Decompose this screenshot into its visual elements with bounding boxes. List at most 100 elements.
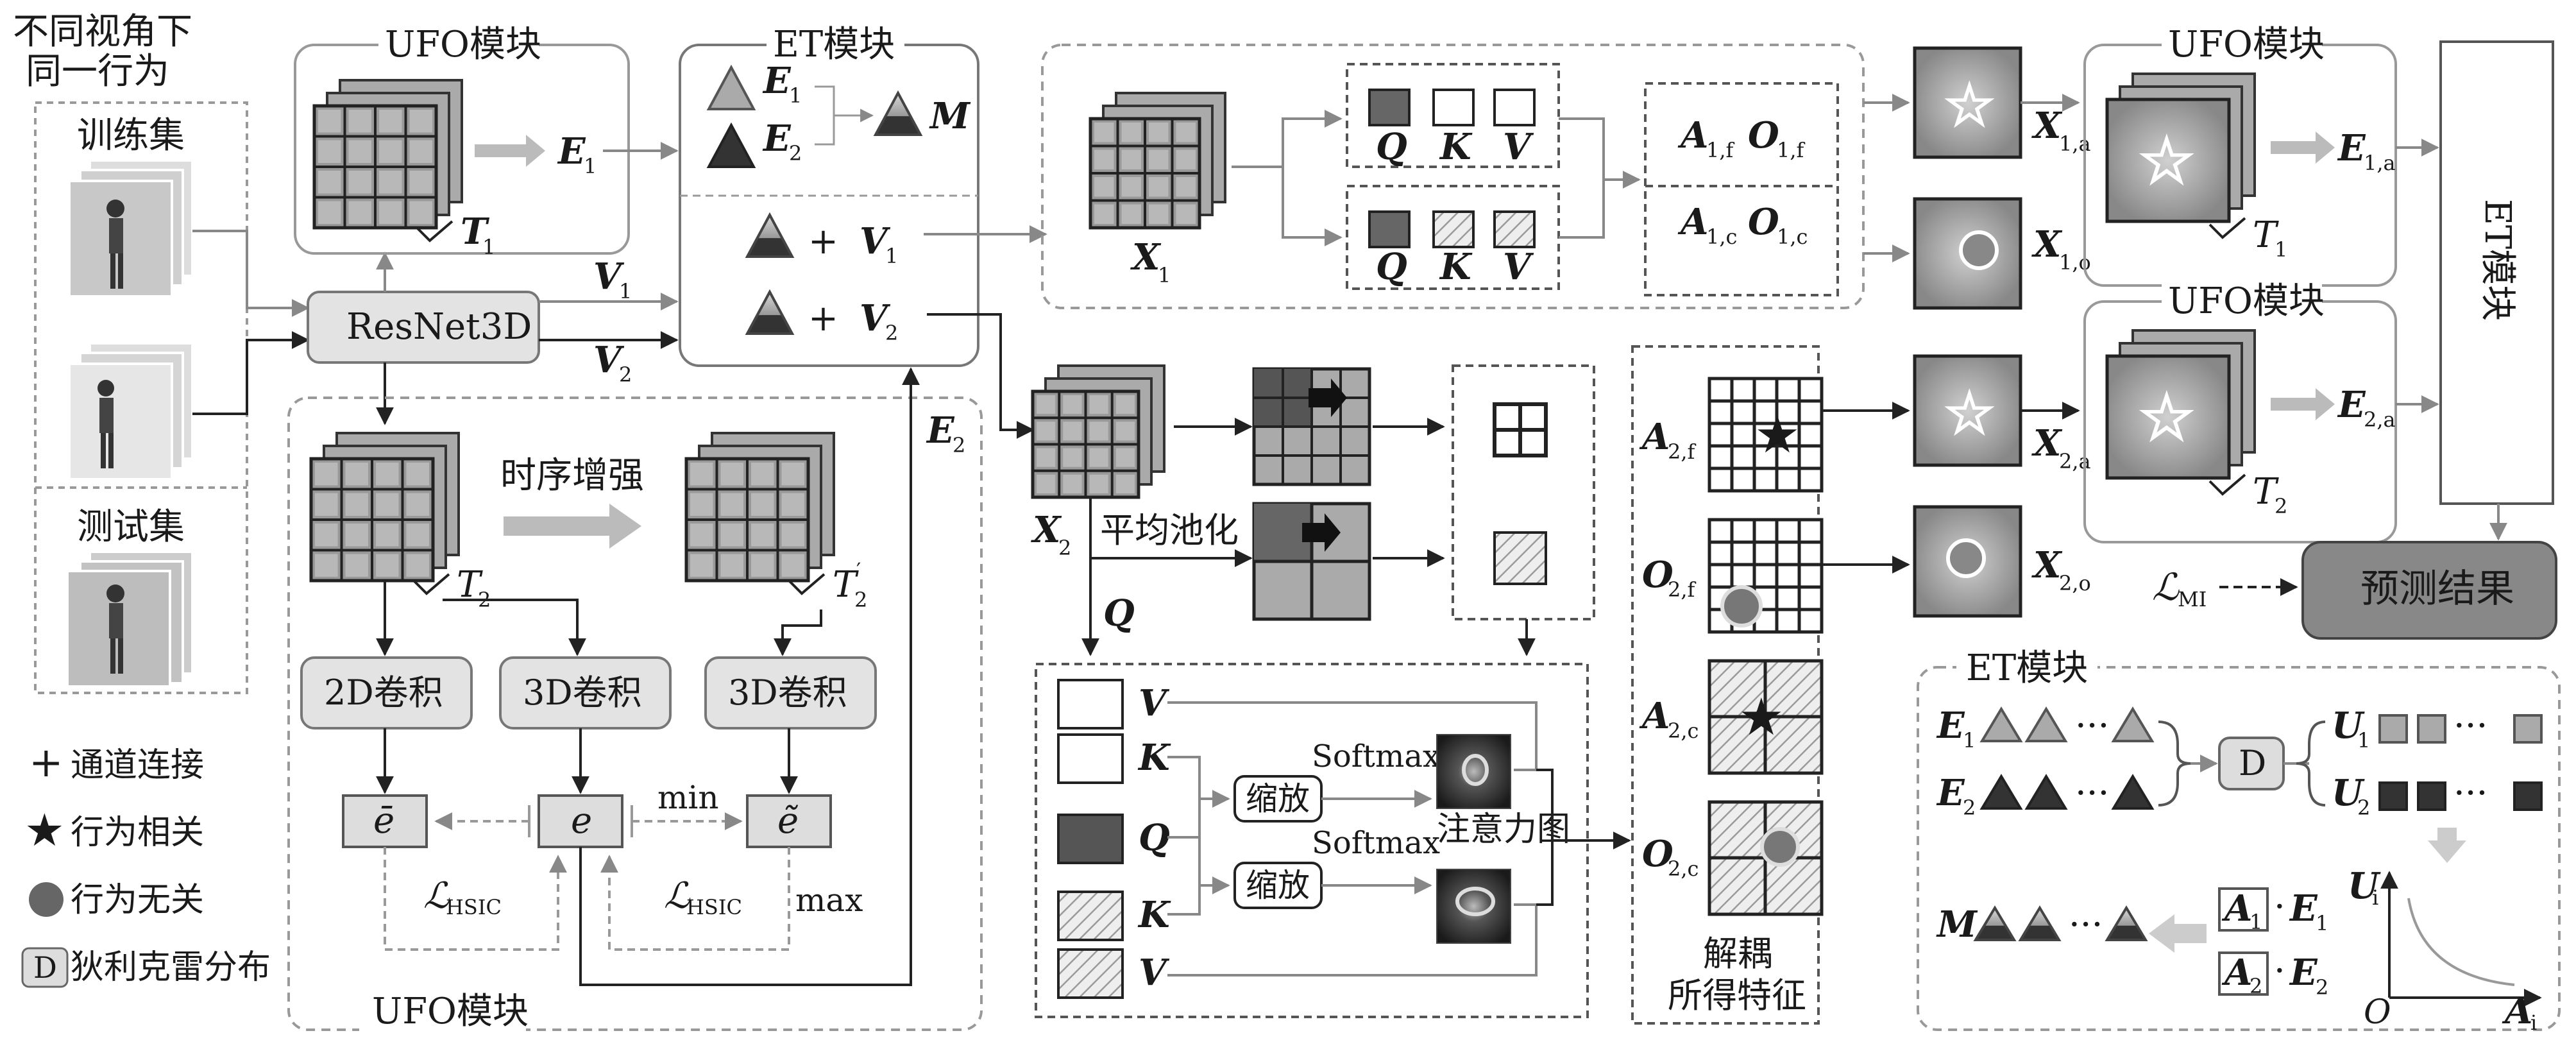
label-a2-sub: 2 xyxy=(2250,974,2262,998)
conv3d-block-b xyxy=(704,656,877,729)
q-square xyxy=(1057,814,1124,864)
label-m-et: M xyxy=(929,95,971,137)
edge-et-v2-to-x2 xyxy=(927,313,1035,439)
x1-feature-cube xyxy=(1089,92,1226,230)
edge-map-to-decoupled xyxy=(1536,769,1631,849)
label-a2c: A xyxy=(1639,695,1670,737)
label-a2f: A xyxy=(1639,416,1670,458)
k-square-top xyxy=(1057,733,1124,784)
edge-hsic-loop-2 xyxy=(600,847,790,951)
label-q-attn: Q xyxy=(1139,817,1170,859)
label-e1-et: E xyxy=(762,60,792,102)
edge-train2-to-resnet xyxy=(192,331,310,415)
fused-triangle-v1 xyxy=(745,212,795,258)
label-v2-et: V xyxy=(860,297,891,339)
prediction-result-box xyxy=(2301,541,2557,640)
x1o-feature xyxy=(1913,197,2022,310)
label-a1f: A xyxy=(1677,114,1708,157)
label-x1: X xyxy=(1130,236,1162,278)
label-ui: U xyxy=(2348,865,2381,907)
o2f-circle-icon xyxy=(1720,585,1763,627)
edge-map2-to-decoupled xyxy=(1536,840,1554,906)
label-q-c: Q xyxy=(1376,246,1407,288)
label-e2a: E xyxy=(2337,384,2366,426)
label-a2-e2-sub: 2 xyxy=(2316,975,2328,1000)
label-e1-top-sub: 1 xyxy=(584,154,597,178)
arrow-fat-down-u xyxy=(2428,828,2466,863)
label-v1: V xyxy=(593,255,625,298)
e2-triangle-icon xyxy=(706,122,756,168)
label-v-f: V xyxy=(1503,126,1534,168)
arrow-fat-left-to-m xyxy=(2149,914,2207,953)
train-set-label: 训练集 xyxy=(77,115,185,157)
u-split-brace xyxy=(2296,721,2326,806)
resnet3d-block xyxy=(307,291,540,364)
edge-qkv-f-to-ao xyxy=(1559,117,1641,189)
k-fine-square xyxy=(1432,89,1475,126)
label-v-c: V xyxy=(1503,246,1534,288)
label-a2c-sub: 2,c xyxy=(1668,719,1699,743)
uncertainty-curve xyxy=(2407,898,2515,986)
pooled-small-hatched xyxy=(1493,531,1547,585)
pooled-small-grid xyxy=(1493,402,1548,457)
label-t1-sub: 1 xyxy=(482,235,495,259)
x2a-feature: ☆ xyxy=(1913,354,2022,467)
pooled-grid-fine xyxy=(1252,367,1371,486)
l-mi-sub: MI xyxy=(2178,587,2207,611)
et-merge-bracket xyxy=(815,85,835,146)
label-u1-sub: 1 xyxy=(2357,728,2370,753)
legend-concat-label: 通道连接 xyxy=(71,746,204,785)
legend-d-box xyxy=(21,947,69,988)
t1-right-bracket xyxy=(2208,217,2246,239)
legend-related-label: 行为相关 xyxy=(71,814,204,852)
label-o1f: O xyxy=(1748,114,1779,157)
label-a2-e2: E xyxy=(2289,951,2318,994)
e-merge-brace xyxy=(2158,721,2191,806)
max-label: max xyxy=(795,882,863,919)
ufo-top-feature-cube xyxy=(312,79,463,230)
arrow-fat-to-e1a xyxy=(2271,132,2335,164)
ellipsis-m: ··· xyxy=(2069,904,2103,946)
ellipsis-u1: ··· xyxy=(2453,705,2487,747)
label-ui-sub: i xyxy=(2372,885,2378,910)
plus-v1: + xyxy=(808,221,838,262)
svg-text:☆: ☆ xyxy=(2138,123,2196,198)
a2c-star-icon: ★ xyxy=(1738,687,1784,747)
attention-detail-box xyxy=(1035,663,1589,1018)
attention-map-label: 注意力图 xyxy=(1437,810,1570,849)
legend: + 通道连接 ★ 行为相关 行为无关 D 狄利克雷分布 xyxy=(21,739,271,988)
scale-2-label: 缩放 xyxy=(1246,867,1310,904)
edge-cube2-to-conv3d xyxy=(774,610,822,656)
l-hsic-2-sub: HSIC xyxy=(686,895,742,919)
label-v2: V xyxy=(593,339,625,381)
x1a-star-icon: ☆ xyxy=(1944,72,1996,139)
label-k-c: K xyxy=(1439,246,1473,288)
e-tilde-label: ẽ xyxy=(777,800,799,842)
dirichlet-d-label: D xyxy=(2239,743,2266,783)
v-square-bottom xyxy=(1057,948,1124,999)
et-module-vertical xyxy=(2439,40,2554,505)
label-e2-detail-sub: 2 xyxy=(1963,796,1976,820)
a2f-star-icon: ★ xyxy=(1754,405,1801,465)
a1-box xyxy=(2218,887,2269,932)
t1-bracket xyxy=(416,220,453,243)
edge-v-top-to-map xyxy=(1167,701,1538,771)
test-set-label: 测试集 xyxy=(77,506,185,548)
label-a1c: A xyxy=(1677,201,1708,243)
label-t1: T xyxy=(461,210,490,253)
decoupled-label-line2: 所得特征 xyxy=(1668,975,1806,1016)
softmax-1-label: Softmax xyxy=(1312,738,1440,774)
edge-x1-to-qkv-f xyxy=(1232,110,1343,168)
label-t2prime: T xyxy=(833,564,859,606)
conv2d-label: 2D卷积 xyxy=(324,672,443,713)
conv2d-block xyxy=(300,656,473,729)
label-o1f-sub: 1,f xyxy=(1777,138,1806,162)
x2o-feature xyxy=(1913,505,2022,618)
label-e2-et-sub: 2 xyxy=(789,141,802,166)
o2c-circle-icon xyxy=(1760,827,1800,867)
o2c-grid xyxy=(1707,800,1824,916)
label-x2a-sub: 2,a xyxy=(2059,449,2091,473)
arrow-fat-to-e2a xyxy=(2271,388,2335,420)
label-e1-top: E xyxy=(557,130,586,173)
